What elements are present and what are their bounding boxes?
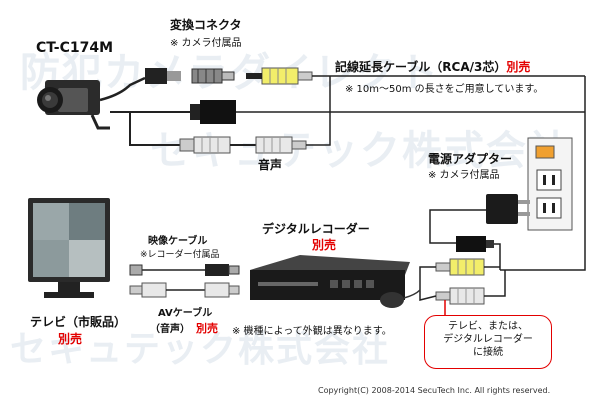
av-cable-right-plug-icon (204, 282, 240, 298)
rca-audio-plug-right2-icon (435, 287, 485, 305)
video-cable-note: ※レコーダー付属品 (140, 250, 220, 260)
extension-cable-note: ※ 10m〜50m の長さをご用意しています。 (345, 84, 544, 95)
converter-note: ※ カメラ付属品 (170, 38, 242, 49)
converter-title: 変換コネクタ (170, 18, 242, 32)
av-cable-left-plug-icon (129, 282, 167, 298)
recorder-title: デジタルレコーダー (262, 222, 370, 236)
power-adapter-icon (486, 194, 530, 224)
rca-video-plug-top-icon (246, 67, 313, 85)
callout-line2: デジタルレコーダー (443, 334, 533, 345)
copyright-text: Copyright(C) 2008-2014 SecuTech Inc. All… (318, 386, 551, 395)
digital-recorder-icon (250, 255, 410, 300)
extension-cable-title-text: 記線延長ケーブル（RCA/3芯） (335, 60, 507, 74)
extension-cable-title: 記線延長ケーブル（RCA/3芯）別売 (335, 58, 530, 75)
video-cable-bnc-right-icon (205, 264, 240, 276)
watermark-bottom: セキュテック株式会社 (10, 329, 391, 370)
audio-label: 音声 (258, 158, 283, 172)
av-cable-sub: （音声） (150, 324, 190, 335)
extension-cable-sold-separately: 別売 (506, 60, 531, 74)
power-adapter-note: ※ カメラ付属品 (428, 170, 500, 181)
av-cable-sold-separately: 別売 (196, 322, 218, 335)
recorder-sold-separately: 別売 (312, 238, 337, 252)
dc-plug-icon (190, 100, 236, 124)
camera-icon (37, 80, 110, 130)
rca-video-plug-right-icon (435, 258, 485, 276)
camera-model-label: CT-C174M (36, 40, 114, 56)
video-cable-bnc-left-icon (129, 264, 143, 276)
tv-monitor-icon (28, 198, 110, 298)
connection-callout: テレビ、または、 デジタルレコーダー に接続 (424, 315, 552, 369)
appearance-note: ※ 機種によって外観は異なります。 (232, 326, 392, 337)
dc-plug-right-icon (456, 236, 494, 252)
tv-title: テレビ（市販品） (30, 315, 127, 329)
video-cable-title: 映像ケーブル (148, 236, 208, 247)
mouse-icon (380, 289, 421, 308)
power-adapter-title: 電源アダプター (428, 152, 513, 166)
rca-audio-plug-right-icon (255, 136, 307, 154)
power-outlet-icon (527, 137, 573, 231)
av-cable-title: AVケーブル (158, 308, 213, 319)
callout-line1: テレビ、または、 (448, 321, 528, 332)
bnc-connector-icon (145, 68, 235, 84)
tv-sold-separately: 別売 (58, 332, 83, 346)
callout-line3: に接続 (473, 347, 503, 358)
rca-audio-plug-left-icon (179, 136, 231, 154)
